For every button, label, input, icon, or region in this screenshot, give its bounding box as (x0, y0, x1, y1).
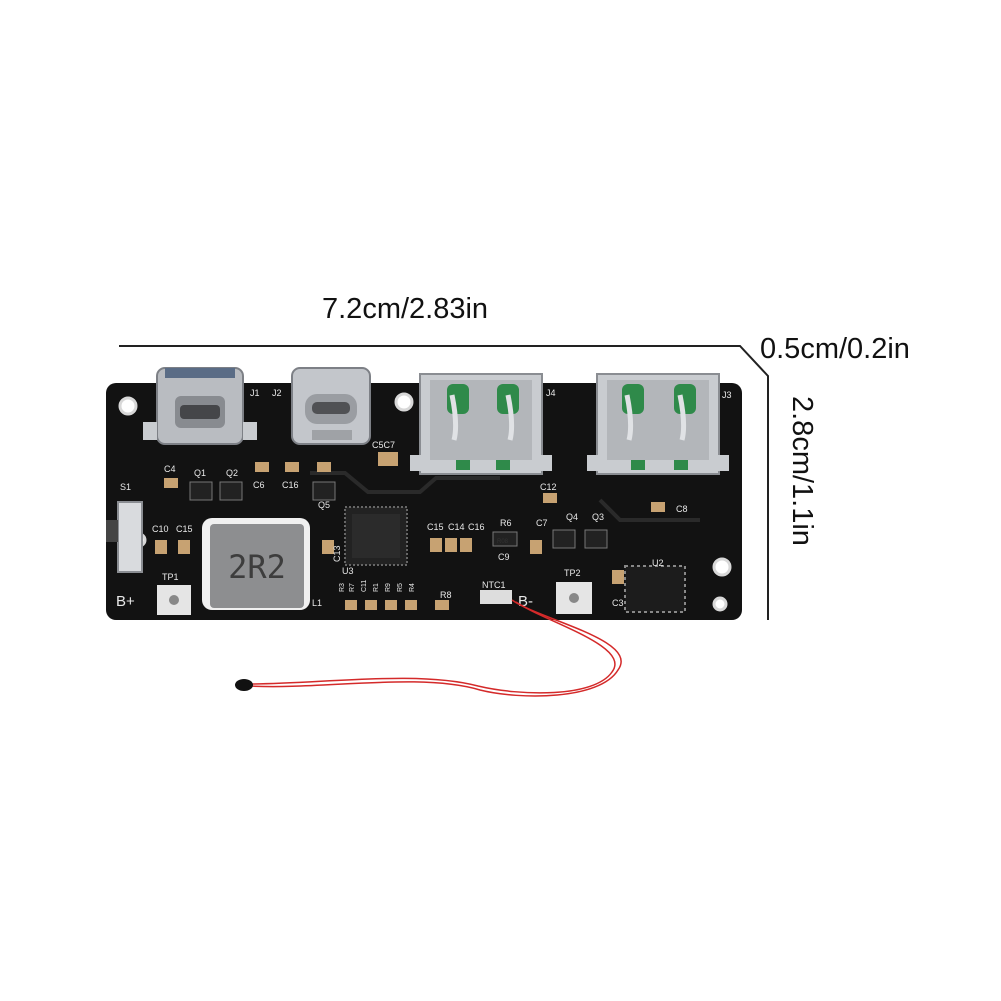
label-c3: C3 (612, 598, 624, 608)
inductor-marking: 2R2 (228, 548, 286, 586)
inductor-l1: 2R2 (202, 518, 310, 610)
switch-s1 (106, 501, 143, 573)
transistors (189, 481, 608, 549)
label-r5: R5 (397, 583, 404, 592)
label-u2: U2 (652, 558, 664, 568)
label-b-plus: B+ (116, 593, 135, 610)
label-c4: C4 (164, 464, 176, 474)
label-tp1: TP1 (162, 572, 179, 582)
label-q4: Q4 (566, 512, 578, 522)
label-r6: R6 (500, 518, 512, 528)
label-c16a: C16 (282, 480, 299, 490)
width-dimension-label: 7.2cm/2.83in (322, 293, 489, 325)
usb-a-port-j4 (410, 373, 552, 475)
test-pad-tp2 (556, 582, 592, 614)
label-r3: R3 (339, 583, 346, 592)
label-q3: Q3 (592, 512, 604, 522)
label-q5: Q5 (318, 500, 330, 510)
label-c9: C9 (498, 552, 510, 562)
main-ic-chip (344, 506, 408, 566)
test-pad-tp1 (157, 585, 191, 615)
label-r8: R8 (440, 590, 452, 600)
smd-components (155, 452, 665, 610)
label-q2: Q2 (226, 468, 238, 478)
thickness-dimension-label: 0.5cm/0.2in (760, 333, 910, 365)
thermistor-probe (235, 679, 253, 691)
label-s1: S1 (120, 482, 131, 492)
height-dimension-label: 2.8cm/1.1in (786, 396, 818, 546)
label-r4: R4 (409, 583, 416, 592)
label-c15a: C15 (176, 524, 193, 534)
label-c5c7: C5C7 (372, 440, 395, 450)
label-c7: C7 (536, 518, 548, 528)
label-c10: C10 (152, 524, 169, 534)
label-ntc1: NTC1 (482, 580, 506, 590)
pcb-board: 2R2 (106, 367, 742, 620)
usb-a-port-j3 (587, 373, 729, 475)
ic-u2 (624, 565, 686, 613)
label-r08: R08 (497, 539, 509, 545)
label-c14: C14 (448, 522, 465, 532)
ntc-thermistor-wire (249, 599, 622, 697)
label-c8: C8 (676, 504, 688, 514)
label-tp2: TP2 (564, 568, 581, 578)
label-j4: J4 (546, 388, 556, 398)
silkscreen-labels: J1 J2 J3 J4 S1 C4 Q1 Q2 C6 C16 Q5 C5C7 C… (116, 388, 732, 610)
usb-c-port-j1 (143, 367, 257, 445)
label-j1: J1 (250, 388, 260, 398)
ntc-connector (480, 590, 512, 604)
usb-c-port-j2 (291, 367, 371, 445)
dimension-lines (119, 345, 769, 620)
label-j2: J2 (272, 388, 282, 398)
label-c15b: C15 (427, 522, 444, 532)
label-r9: R9 (385, 583, 392, 592)
label-q1: Q1 (194, 468, 206, 478)
label-c13: C13 (332, 545, 342, 562)
label-r7: R7 (349, 583, 356, 592)
label-j3: J3 (722, 390, 732, 400)
label-c16b: C16 (468, 522, 485, 532)
label-c12: C12 (540, 482, 557, 492)
label-l1: L1 (312, 598, 322, 608)
label-c11: C11 (361, 580, 368, 592)
label-c6: C6 (253, 480, 265, 490)
label-r1: R1 (373, 583, 380, 592)
label-u3: U3 (342, 566, 354, 576)
